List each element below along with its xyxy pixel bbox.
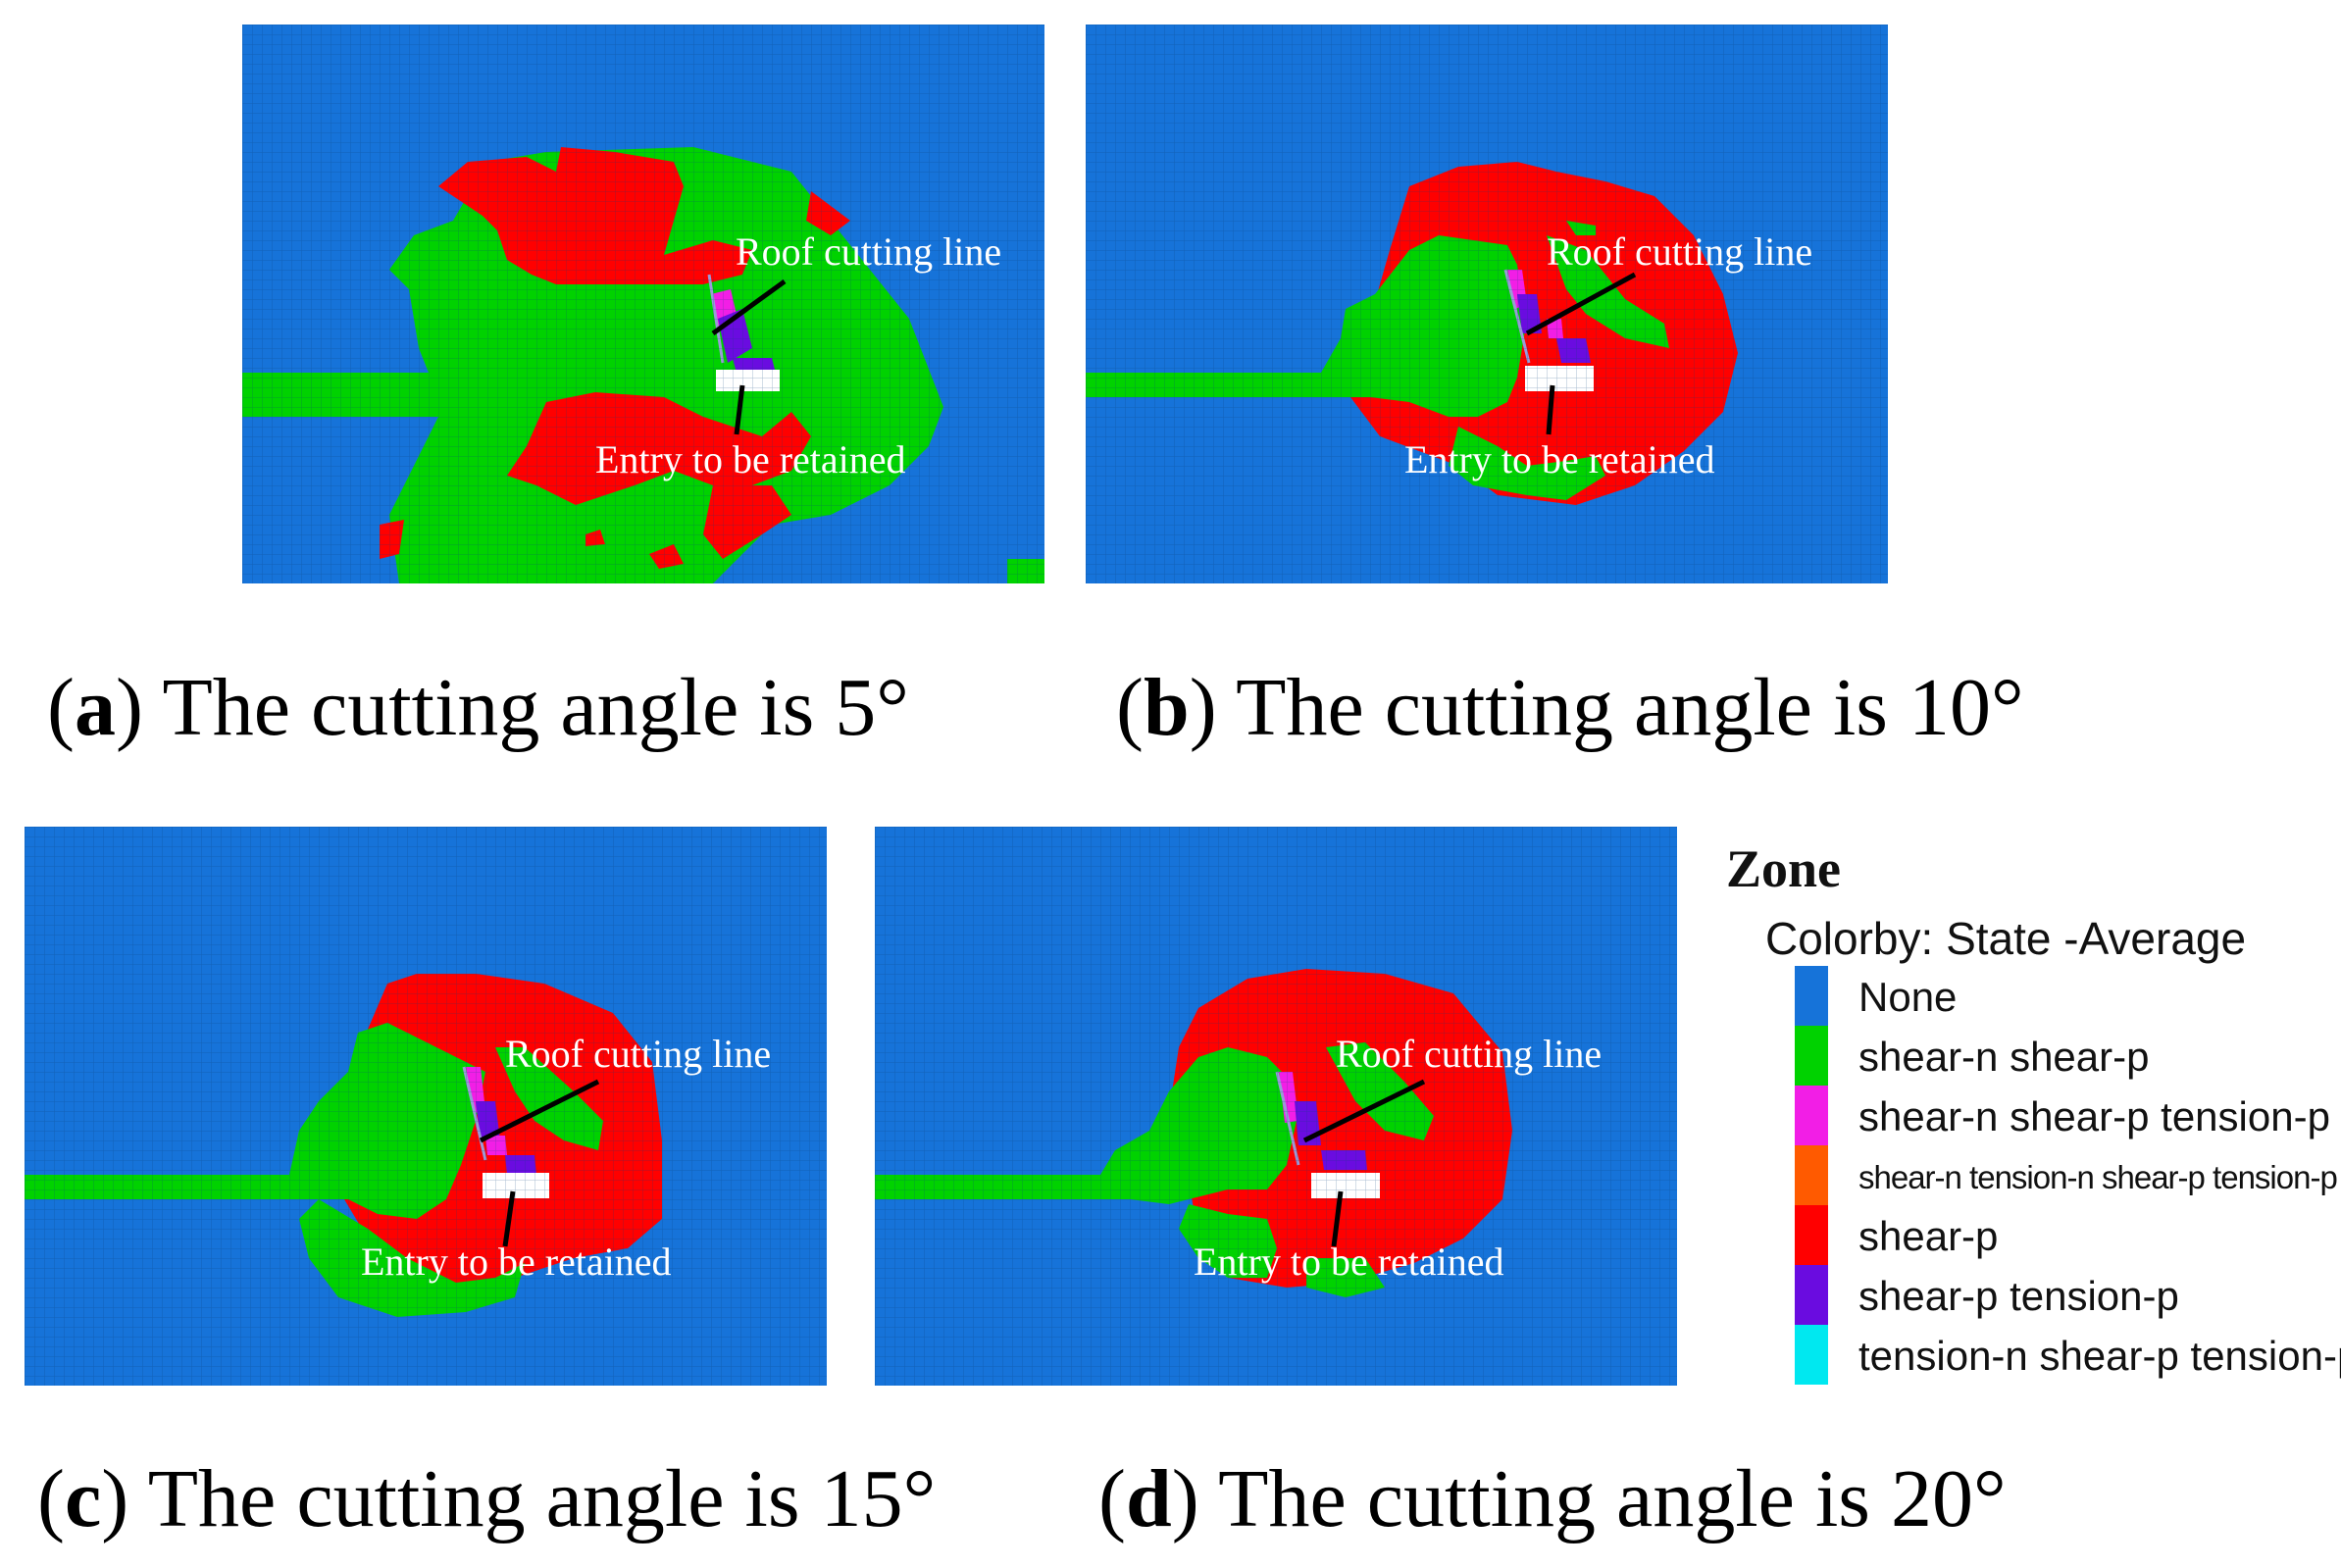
caption-text: The cutting angle is 15°: [128, 1453, 937, 1544]
entry-label: Entry to be retained: [1194, 1239, 1504, 1284]
caption-b: (b) The cutting angle is 10°: [1116, 662, 2024, 753]
caption-d: (d) The cutting angle is 20°: [1098, 1453, 2007, 1544]
roof-pointer-line: [711, 278, 787, 336]
legend-label: None: [1858, 974, 1958, 1020]
roof-cutting-line-label: Roof cutting line: [1336, 1032, 1602, 1076]
panel-d: Roof cutting line Entry to be retained: [875, 827, 1677, 1386]
entry-label: Entry to be retained: [595, 437, 906, 481]
mesh-grid: [25, 827, 827, 1386]
caption-text: The cutting angle is 5°: [142, 662, 909, 753]
zone-legend: Zone Colorby: State -Average None shear-…: [1726, 838, 2341, 1388]
roof-pointer-line: [1525, 272, 1637, 336]
caption-text: The cutting angle is 10°: [1216, 662, 2024, 753]
panel-c: Roof cutting line Entry to be retained: [25, 827, 827, 1386]
legend-swatch: [1795, 1325, 1828, 1385]
panel-a: Roof cutting line Entry to be retained: [242, 25, 1044, 583]
zone-state-map-a: Roof cutting line Entry to be retained: [242, 25, 1044, 583]
legend-label: tension-n shear-p tension-p: [1858, 1333, 2341, 1379]
caption-a: (a) The cutting angle is 5°: [47, 662, 909, 753]
roof-pointer-line: [1302, 1079, 1426, 1143]
legend-swatch: [1795, 1205, 1828, 1265]
entry-pointer-line: [502, 1190, 516, 1247]
legend-title: Zone: [1726, 839, 1842, 898]
panel-b: Roof cutting line Entry to be retained: [1086, 25, 1888, 583]
caption-c: (c) The cutting angle is 15°: [37, 1453, 937, 1544]
roof-cutting-line-label: Roof cutting line: [505, 1032, 771, 1076]
legend-subtitle: Colorby: State -Average: [1765, 913, 2247, 964]
roof-pointer-line: [479, 1079, 600, 1143]
caption-letter: b: [1143, 662, 1190, 753]
mesh-grid: [242, 25, 1044, 583]
caption-text: The cutting angle is 20°: [1198, 1453, 2007, 1544]
roof-cutting-line-label: Roof cutting line: [736, 229, 1001, 274]
legend-swatch: [1795, 966, 1828, 1026]
legend-label: shear-n shear-p tension-p: [1858, 1093, 2330, 1139]
caption-letter: c: [64, 1453, 102, 1544]
mesh-grid: [875, 827, 1677, 1386]
legend-swatch: [1795, 1086, 1828, 1145]
zone-state-map-d: Roof cutting line Entry to be retained: [875, 827, 1677, 1386]
legend-swatch: [1795, 1145, 1828, 1205]
legend-swatch: [1795, 1265, 1828, 1325]
entry-pointer-line: [1331, 1190, 1344, 1247]
roof-cutting-line-label: Roof cutting line: [1547, 229, 1812, 274]
legend-swatch: [1795, 1026, 1828, 1086]
entry-pointer-line: [734, 384, 745, 435]
entry-label: Entry to be retained: [361, 1239, 672, 1284]
caption-letter: d: [1125, 1453, 1172, 1544]
mesh-grid: [1086, 25, 1888, 583]
legend-label: shear-p: [1858, 1213, 1999, 1259]
legend-label: shear-p tension-p: [1858, 1273, 2179, 1319]
caption-letter: a: [74, 662, 116, 753]
zone-state-map-c: Roof cutting line Entry to be retained: [25, 827, 827, 1386]
legend-label: shear-n shear-p: [1858, 1034, 2150, 1080]
zone-state-map-b: Roof cutting line Entry to be retained: [1086, 25, 1888, 583]
entry-label: Entry to be retained: [1404, 437, 1715, 481]
entry-pointer-line: [1546, 384, 1555, 435]
legend-label: shear-n tension-n shear-p tension-p: [1858, 1159, 2338, 1195]
